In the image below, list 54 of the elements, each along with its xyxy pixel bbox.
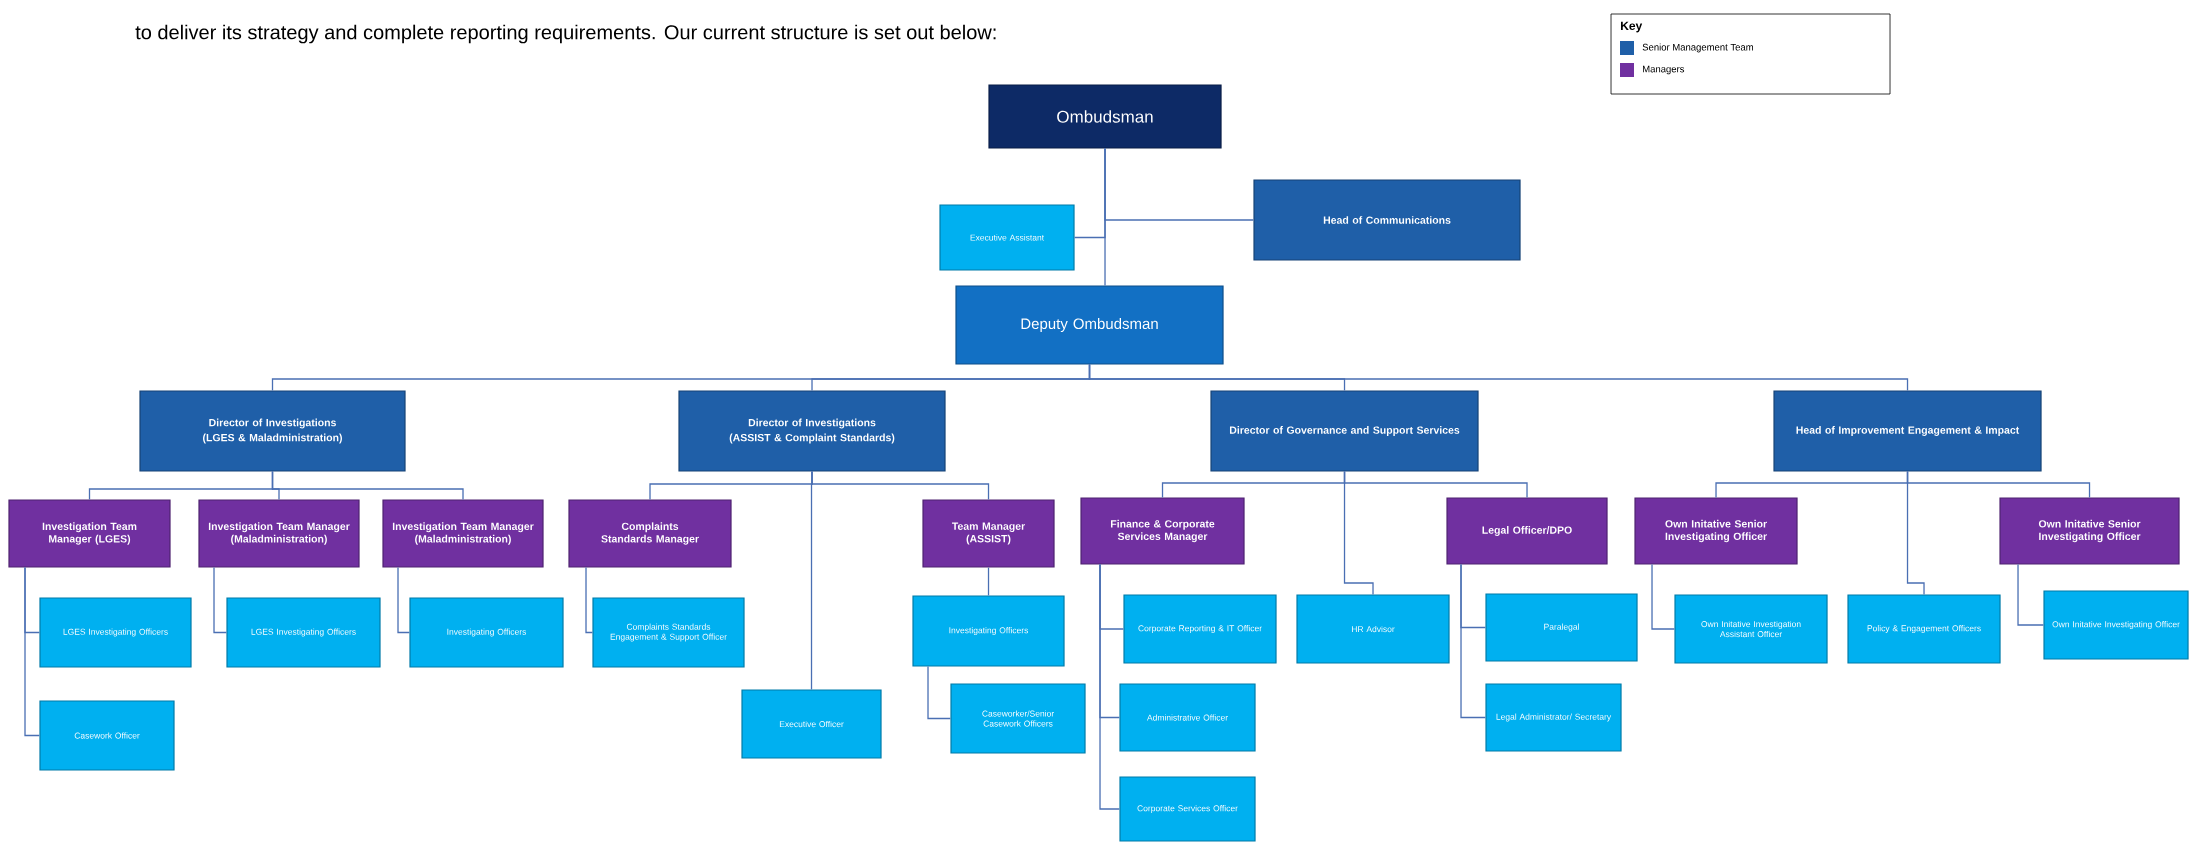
connector-line bbox=[987, 566, 990, 597]
key-title: Key bbox=[1621, 21, 1643, 33]
connector-line bbox=[585, 566, 594, 634]
staff-box: LGES Investigating Officers bbox=[39, 597, 192, 668]
staff-box: Casework Officer bbox=[39, 700, 175, 771]
connector-line bbox=[811, 470, 990, 501]
manager-box: Complaints Standards Manager bbox=[568, 499, 732, 568]
connector-line bbox=[1343, 470, 1528, 499]
connector-line bbox=[1651, 563, 1676, 630]
staff-box: Executive Officer bbox=[741, 689, 882, 759]
key-label: Managers bbox=[1643, 65, 1685, 75]
key-label: Senior Management Team bbox=[1642, 43, 1753, 53]
manager-box: Investigation Team Manager (Maladministration) bbox=[198, 499, 360, 568]
connector-line bbox=[1906, 470, 2091, 499]
staff-box: Executive Assistant bbox=[939, 204, 1075, 271]
staff-box: Corporate Services Officer bbox=[1119, 776, 1256, 842]
manager-box: Legal Officer/DPO bbox=[1446, 497, 1608, 565]
staff-box: Administrative Officer bbox=[1119, 683, 1256, 752]
staff-box: Own Initative Investigation Assistant Officer bbox=[1674, 594, 1828, 664]
manager-box: Investigation Team Manager (LGES) bbox=[8, 499, 171, 568]
deputy-box: Deputy Ombudsman bbox=[955, 285, 1224, 365]
director-box: Head of Improvement Engagement & Impact bbox=[1773, 390, 2042, 472]
director-box: Director of Investigations (ASSIST & Complaint Standards) bbox=[678, 390, 946, 472]
connector-line bbox=[271, 470, 464, 501]
staff-box: LGES Investigating Officers bbox=[226, 597, 381, 668]
staff-box: Legal Administrator/ Secretary bbox=[1485, 683, 1622, 752]
manager-box: Investigation Team Manager (Maladministration) bbox=[382, 499, 544, 568]
intro-text: to deliver its strategy and complete reporting requirements. Our current structure is set out below: bbox=[135, 24, 996, 44]
manager-box: Own Initative Senior Investigating Officer bbox=[1634, 497, 1798, 565]
staff-box: Policy & Engagement Officers bbox=[1847, 594, 2001, 664]
top-box: Ombudsman bbox=[988, 84, 1222, 149]
staff-box: Corporate Reporting & IT Officer bbox=[1123, 594, 1277, 664]
staff-box: Paralegal bbox=[1485, 593, 1638, 662]
connector-line bbox=[1460, 563, 1487, 719]
connector-line bbox=[1088, 363, 1909, 392]
connector-line bbox=[397, 566, 411, 634]
connector-line bbox=[927, 665, 952, 720]
staff-box: Complaints Standards Engagement & Support Officer bbox=[592, 597, 745, 668]
staff-box: Own Initative Investigating Officer bbox=[2043, 590, 2189, 660]
staff-box: Investigating Officers bbox=[912, 595, 1065, 667]
manager-box: Finance & Corporate Services Manager bbox=[1080, 497, 1245, 565]
director-box: Head of Communications bbox=[1253, 179, 1521, 261]
connector-line bbox=[24, 566, 41, 737]
connector-line bbox=[1104, 147, 1255, 221]
staff-box: Investigating Officers bbox=[409, 597, 564, 668]
director-box: Director of Governance and Support Services bbox=[1210, 390, 1479, 472]
staff-box: HR Advisor bbox=[1296, 594, 1450, 664]
staff-box: Caseworker/Senior Casework Officers bbox=[950, 683, 1086, 754]
manager-box: Team Manager (ASSIST) bbox=[922, 499, 1055, 568]
connector-line bbox=[213, 566, 228, 634]
connector-line bbox=[1099, 563, 1121, 810]
manager-box: Own Initative Senior Investigating Officer bbox=[1999, 497, 2180, 565]
connector-line bbox=[2017, 563, 2045, 626]
director-box: Director of Investigations (LGES & Maladministration) bbox=[139, 390, 406, 472]
